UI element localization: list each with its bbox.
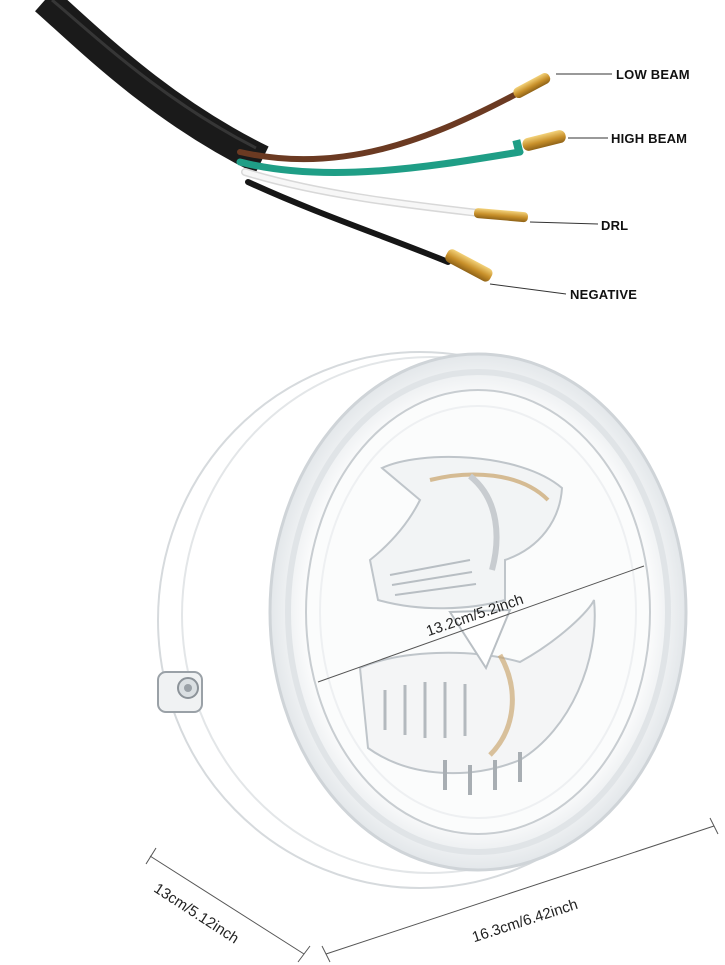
cable-sheath [35,0,269,174]
upper-reflector [368,455,564,610]
leader-drl [529,221,599,225]
connector-high-beam [512,130,566,155]
connector-negative [445,249,493,282]
headlight [157,351,688,889]
center-triangle [448,608,512,671]
wire-black [245,179,451,265]
wire-green [236,148,524,176]
connector-low-beam [513,73,551,99]
label-high-beam: HIGH BEAM [611,131,688,146]
label-low-beam: LOW BEAM [616,67,690,82]
wire-brown [237,89,523,163]
dim-line-lens [317,565,645,683]
connector-drl [473,208,528,223]
dim-line-depth [149,855,305,955]
dim-line-housing [325,825,715,955]
wire-harness [35,0,612,295]
mounting-bolt [157,671,203,713]
label-drl: DRL [601,218,629,233]
lower-reflector [358,599,596,795]
label-negative: NEGATIVE [570,287,638,302]
leader-negative [489,283,567,295]
dimension-lines [145,565,719,963]
